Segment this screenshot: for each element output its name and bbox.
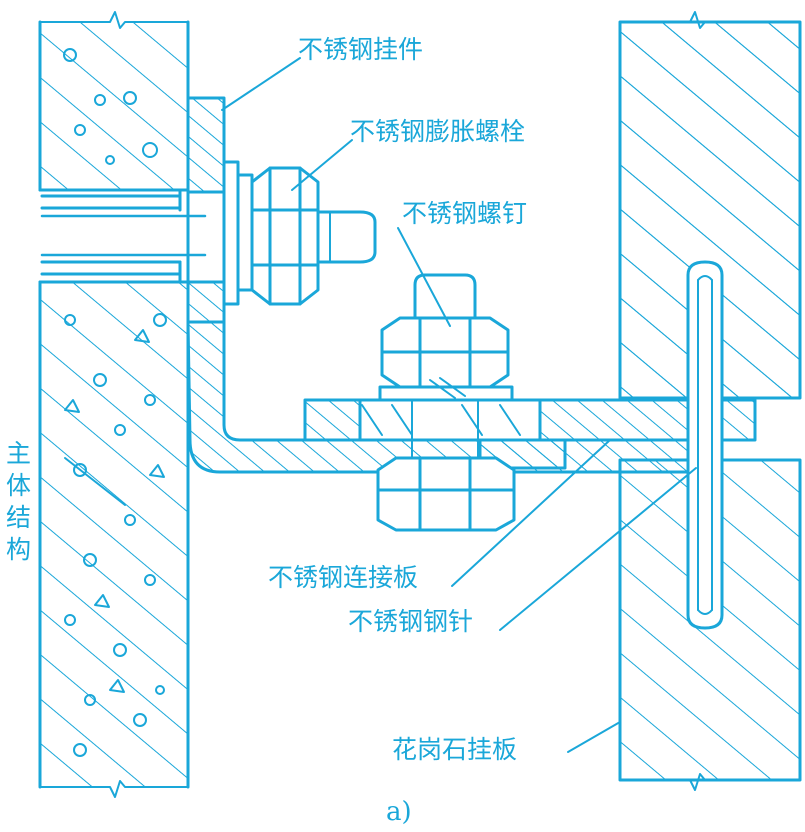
label-main-structure-1: 主 [6,439,31,468]
label-main-structure-3: 结 [6,503,31,532]
figure-caption: a) [386,797,412,827]
granite-panel-upper [618,11,802,400]
stainless-steel-pin [686,260,724,630]
concrete-wall [38,11,190,798]
label-steel-pin: 不锈钢钢针 [348,607,473,636]
label-connecting-plate: 不锈钢连接板 [268,563,418,592]
leader-lines [64,57,697,753]
label-main-structure-4: 构 [6,535,31,564]
label-screw: 不锈钢螺钉 [402,199,527,228]
expansion-bolt [222,160,377,306]
connecting-plate [303,398,757,470]
label-main-structure: 主 体 结 构 [6,439,31,564]
label-hanger: 不锈钢挂件 [298,35,423,64]
label-main-structure-2: 体 [6,471,31,500]
stainless-steel-screw [376,273,516,532]
expansion-bolt-sleeve [40,188,207,284]
label-granite-panel: 花岗石挂板 [392,735,517,764]
label-expansion-bolt: 不锈钢膨胀螺栓 [350,117,525,146]
aggregate-speckles [63,48,167,757]
